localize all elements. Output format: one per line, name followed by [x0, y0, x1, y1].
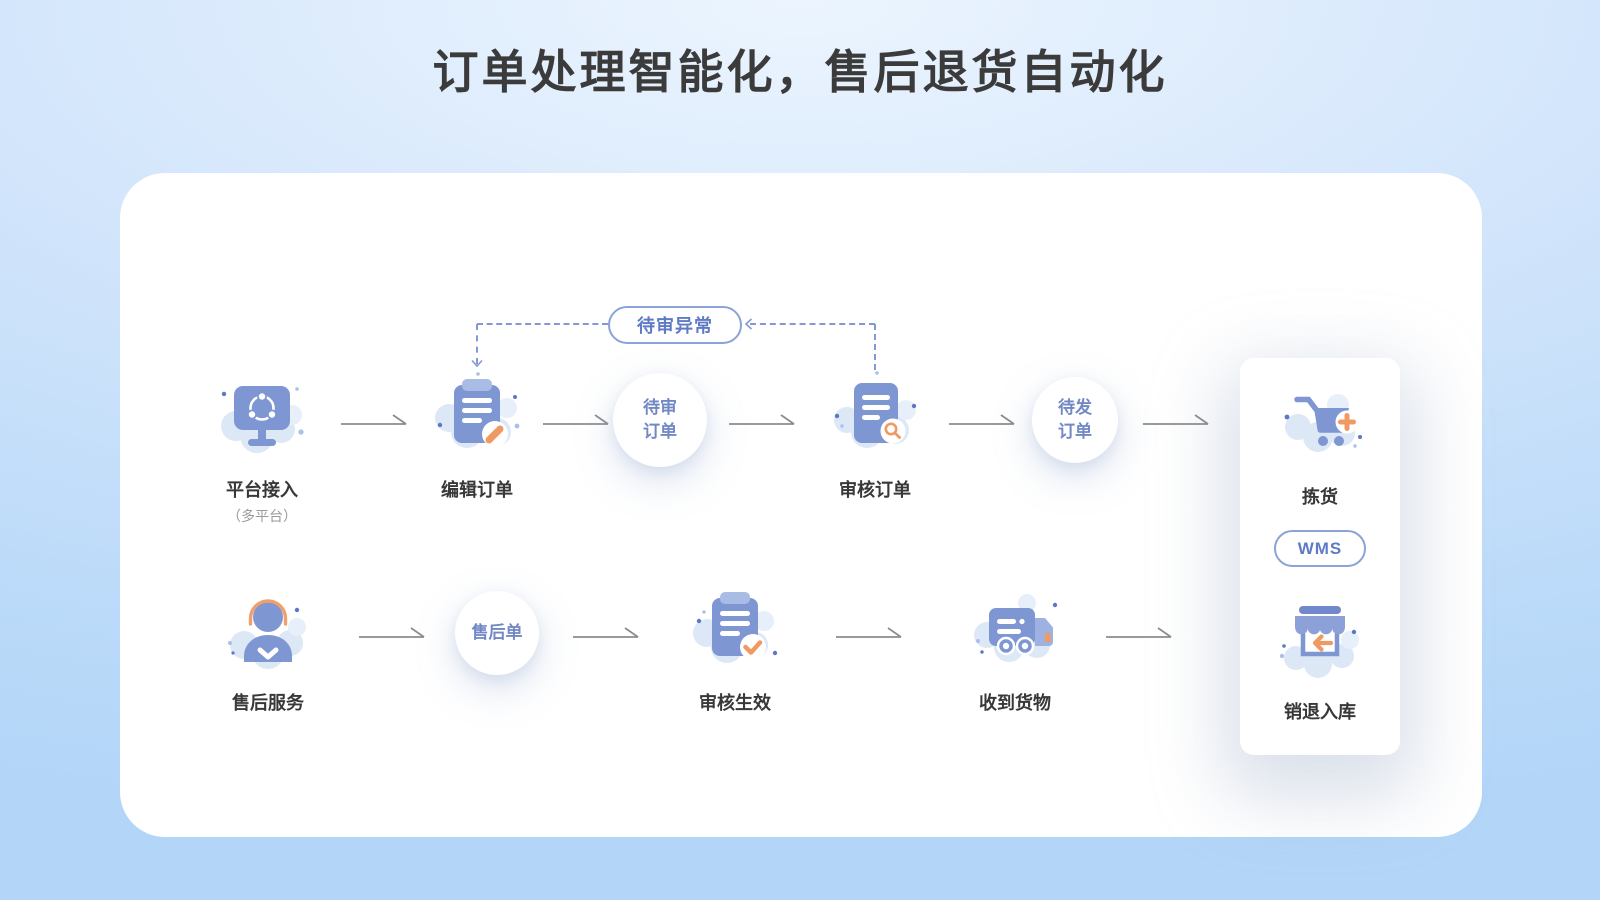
node-label: 审核订单	[839, 480, 911, 500]
exception-dash-right-horizontal	[750, 323, 875, 325]
clipboard-check-icon	[693, 592, 778, 663]
status-line: 售后单	[471, 623, 523, 643]
flow-arrow	[573, 627, 639, 638]
flow-arrow	[1106, 627, 1172, 638]
flow-arrow	[543, 414, 609, 425]
wms-label: WMS	[1297, 538, 1343, 558]
node-label: 平台接入	[226, 480, 298, 500]
node-picking: 拣货	[1240, 375, 1400, 509]
exception-dash-left-vertical	[476, 324, 478, 364]
node-edit-order: 编辑订单	[407, 368, 547, 502]
node-label: 售后服务	[232, 693, 304, 713]
truck-icon	[974, 594, 1058, 662]
wms-panel: 拣货 WMS 销退入库	[1240, 358, 1400, 755]
flow-arrow	[949, 414, 1015, 425]
node-platform-access: 平台接入 （多平台）	[192, 368, 332, 526]
status-line: 订单	[1058, 422, 1092, 441]
flow-arrow	[729, 414, 795, 425]
node-receive-goods: 收到货物	[945, 581, 1085, 715]
status-circle-pending-ship: 待发 订单	[1032, 377, 1118, 463]
status-line: 待审	[643, 398, 677, 418]
node-sublabel: （多平台）	[227, 508, 297, 524]
status-circle-after-sales-order: 售后单	[455, 591, 539, 675]
wms-pill: WMS	[1274, 530, 1366, 567]
diagram-card: 待审异常 平台接入 （多平台） 编辑订单 待审	[120, 173, 1482, 837]
flow-arrow	[836, 627, 902, 638]
platform-monitor-icon	[221, 386, 304, 453]
node-return-inbound: 销退入库	[1240, 590, 1400, 724]
arrowhead-down-icon	[471, 359, 483, 368]
node-label: 拣货	[1302, 487, 1338, 507]
exception-status-label: 待审异常	[637, 316, 713, 336]
node-label: 编辑订单	[441, 480, 513, 500]
page-title: 订单处理智能化，售后退货自动化	[432, 46, 1168, 98]
node-label: 收到货物	[979, 693, 1051, 713]
status-circle-pending-review: 待审 订单	[613, 373, 707, 467]
node-label: 审核生效	[699, 693, 771, 713]
flow-arrow	[341, 414, 407, 425]
arrowhead-left-icon	[744, 318, 753, 330]
node-label: 销退入库	[1284, 702, 1356, 722]
cart-add-icon	[1284, 394, 1362, 452]
clipboard-edit-icon	[435, 372, 520, 448]
document-search-icon	[834, 371, 917, 448]
node-review-order: 审核订单	[805, 368, 945, 502]
exception-dash-right-vertical	[874, 324, 876, 370]
store-return-icon	[1279, 606, 1359, 678]
exception-status-pill: 待审异常	[608, 306, 742, 344]
exception-dash-left-horizontal	[477, 323, 608, 325]
node-after-sales-service: 售后服务	[198, 581, 338, 715]
node-review-effective: 审核生效	[665, 581, 805, 715]
status-line: 待发	[1058, 398, 1092, 418]
status-line: 订单	[643, 422, 677, 441]
customer-service-icon	[228, 599, 306, 669]
flow-arrow	[1143, 414, 1209, 425]
flow-arrow	[359, 627, 425, 638]
